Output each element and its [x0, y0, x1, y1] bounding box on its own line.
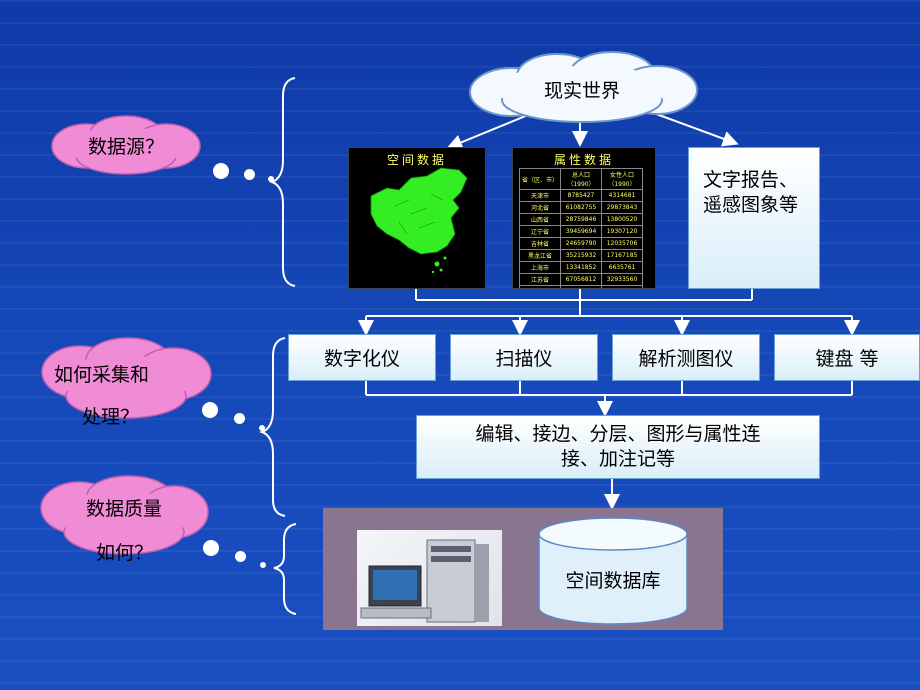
thought-dot [268, 176, 274, 182]
device-keyboard: 键盘 等 [774, 334, 920, 381]
table-cell: 6635761 [602, 262, 643, 274]
table-cell: 13800520 [602, 214, 643, 226]
spatial-data-panel: 空间数据 [348, 147, 486, 289]
computer-icon [357, 530, 502, 626]
table-cell: 39459694 [561, 226, 602, 238]
table-row: 浙江省4144601520082887 [520, 286, 643, 290]
table-cell: 29873843 [602, 202, 643, 214]
real-world-cloud: 现实世界 [462, 48, 702, 128]
brace-quality [274, 524, 296, 614]
question-collect-line1: 如何采集和 [54, 360, 149, 387]
china-map-image [349, 148, 485, 288]
table-cell: 19307120 [602, 226, 643, 238]
device-analytical-plotter: 解析测图仪 [612, 334, 760, 381]
table-cell: 河北省 [520, 202, 561, 214]
database-section: 空间数据库 [323, 508, 723, 630]
table-header-cell: 省（区、市） [520, 169, 561, 190]
attribute-data-title: 属性数据 [513, 151, 655, 168]
table-cell: 35215932 [561, 250, 602, 262]
table-cell: 61082755 [561, 202, 602, 214]
brace-processing [262, 338, 285, 516]
computer-image [357, 530, 502, 626]
real-world-label: 现实世界 [462, 76, 702, 103]
table-header-cell: 总人口（1990） [561, 169, 602, 190]
edit-process-box: 编辑、接边、分层、图形与属性连接、加注记等 [416, 415, 820, 479]
table-cell: 17167185 [602, 250, 643, 262]
table-cell: 山西省 [520, 214, 561, 226]
text-report-box: 文字报告、遥感图象等 [688, 147, 820, 289]
device-digitizer: 数字化仪 [288, 334, 436, 381]
question-cloud-source: 数据源？ [46, 112, 206, 176]
thought-dot [260, 562, 266, 568]
thought-dot [213, 163, 229, 179]
database-label: 空间数据库 [533, 566, 693, 593]
table-cell: 12035706 [602, 238, 643, 250]
thought-dot [235, 551, 246, 562]
table-cell: 上海市 [520, 262, 561, 274]
question-cloud-collect: 如何采集和 处理？ [38, 334, 213, 424]
table-cell: 4314681 [602, 190, 643, 202]
spatial-data-title: 空间数据 [349, 151, 485, 168]
thought-dot [259, 425, 265, 431]
thought-dot [244, 169, 255, 180]
table-header-row: 省（区、市） 总人口（1990） 女性人口（1990） [520, 169, 643, 190]
table-cell: 28759846 [561, 214, 602, 226]
edit-process-label: 编辑、接边、分层、图形与属性连接、加注记等 [473, 422, 763, 471]
table-cell: 吉林省 [520, 238, 561, 250]
table-cell: 32933560 [602, 274, 643, 286]
thought-dot [202, 402, 218, 418]
thought-dot [203, 540, 219, 556]
table-cell: 黑龙江省 [520, 250, 561, 262]
device-scanner: 扫描仪 [450, 334, 598, 381]
brace-sources [272, 78, 295, 286]
question-quality-line2: 如何？ [96, 538, 153, 565]
question-source-label: 数据源？ [46, 132, 206, 159]
table-cell: 8785427 [561, 190, 602, 202]
table-cell: 13341852 [561, 262, 602, 274]
question-quality-line1: 数据质量 [86, 494, 162, 521]
table-cell: 41446015 [561, 286, 602, 290]
table-cell: 浙江省 [520, 286, 561, 290]
question-cloud-quality: 数据质量 如何？ [34, 472, 209, 562]
table-header-cell: 女性人口（1990） [602, 169, 643, 190]
table-cell: 67056812 [561, 274, 602, 286]
table-cell: 24659790 [561, 238, 602, 250]
question-collect-line2: 处理？ [82, 402, 139, 429]
table-cell: 20082887 [602, 286, 643, 290]
table-cell: 辽宁省 [520, 226, 561, 238]
text-report-label: 文字报告、遥感图象等 [689, 148, 819, 237]
table-cell: 天津市 [520, 190, 561, 202]
table-cell: 江苏省 [520, 274, 561, 286]
thought-dot [234, 413, 245, 424]
